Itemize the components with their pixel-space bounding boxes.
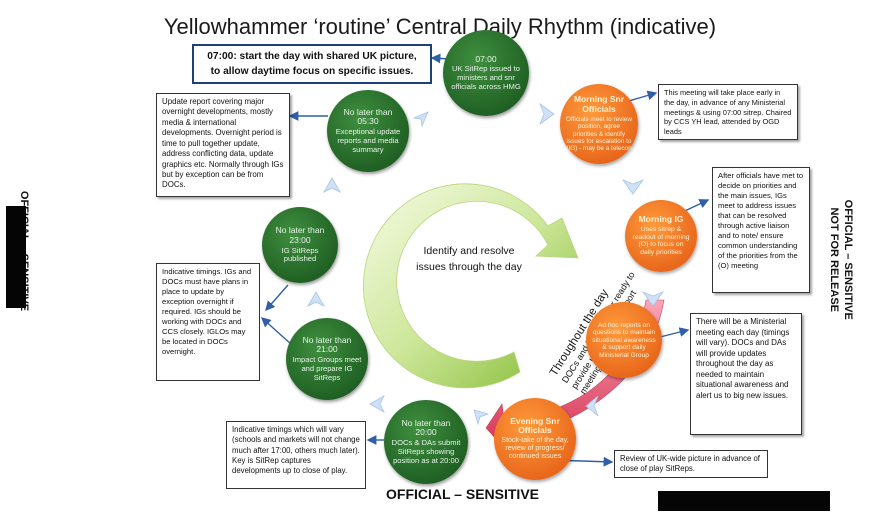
node-exceptional-0530-body: Exceptional update reports and media sum… [335, 127, 401, 154]
box-indicative-igs: Indicative timings. IGs and DOCs must ha… [156, 263, 260, 381]
box-after-officials: After officials have met to decide on pr… [712, 167, 810, 293]
node-sitrep-0700-heading: 07:00 [475, 53, 497, 64]
node-morning-snr-officials: Morning Snr Officials Officials meet to … [560, 84, 638, 164]
centre-label: Identify and resolve issues through the … [416, 245, 522, 273]
node-docs-2000-body: DOCs & DAs submit SitReps showing positi… [391, 438, 461, 465]
node-morning-ig: Morning IG Uses sitrep & readout of morn… [625, 200, 697, 272]
node-sitrep-0700: 07:00 UK SitRep issued to ministers and … [443, 30, 529, 116]
chevron-down-2 [641, 291, 665, 307]
node-morning-snr-body: Officials meet to review position, agree… [566, 115, 632, 153]
box-ministerial: There will be a Ministerial meeting each… [690, 313, 802, 435]
box-update-report: Update report covering major overnight d… [156, 93, 290, 197]
centre-cycle-arrow [363, 183, 579, 389]
node-morning-ig-body: Uses sitrep & readout of morning (O) to … [632, 225, 690, 257]
node-adhoc-body: Ad hoc reports on questions to maintain … [592, 321, 656, 359]
node-evening-snr-officials: Evening Snr Officials Stock-take of the … [494, 398, 576, 480]
bottom-security-marking: OFFICIAL – SENSITIVE [386, 486, 539, 502]
node-morning-snr-heading: Morning Snr Officials [573, 94, 625, 115]
node-impact-2100-heading: No later than 21:00 [302, 334, 352, 355]
node-sitrep-0700-body: UK SitRep issued to ministers and snr of… [451, 64, 521, 91]
bottom-redaction-bar [658, 491, 830, 511]
node-docs-2000-heading: No later than 20:00 [401, 417, 451, 438]
left-redaction-bar [6, 206, 26, 308]
cycle-chevrons [306, 102, 665, 426]
box-indicative-vary: Indicative timings which will vary (scho… [226, 421, 366, 489]
node-morning-ig-heading: Morning IG [638, 213, 684, 224]
box-meeting-early: This meeting will take place early in th… [658, 84, 798, 140]
chevron-left-1 [369, 394, 385, 414]
box-start-day: 07:00: start the day with shared UK pict… [192, 44, 432, 84]
node-impact-2100: No later than 21:00 Impact Groups meet a… [286, 318, 368, 400]
arrow-to-indicative-igs-2 [260, 317, 293, 346]
box-review-uk: Review of UK-wide picture in advance of … [614, 450, 768, 478]
node-exceptional-0530: No later than 05:30 Exceptional update r… [327, 90, 409, 172]
node-evening-snr-body: Stock-take of the day, review of progres… [501, 437, 569, 461]
node-ig-2300-body: IG SitReps published [281, 245, 319, 264]
node-ig-2300: No later than 23:00 IG SitReps published [262, 207, 338, 283]
chevron-left-bottom [473, 409, 490, 426]
node-adhoc-reports: Ad hoc reports on questions to maintain … [586, 302, 662, 378]
node-ig-2300-heading: No later than 23:00 [275, 225, 325, 245]
chevron-down-left [585, 395, 599, 417]
right-security-marking: OFFICIAL – SENSITIVE NOT FOR RELEASE [826, 200, 854, 320]
chevron-up-right [539, 102, 555, 126]
page-title: Yellowhammer ‘routine’ Central Daily Rhy… [163, 14, 717, 39]
node-exceptional-0530-heading: No later than 05:30 [343, 106, 393, 127]
chevron-up-2 [322, 177, 342, 193]
chevron-up-1 [306, 291, 326, 307]
node-evening-snr-heading: Evening Snr Officials [510, 415, 560, 436]
right-marking-line-2: NOT FOR RELEASE [828, 207, 841, 312]
right-marking-line-1: OFFICIAL – SENSITIVE [841, 199, 854, 320]
arrow-to-indicative-igs [265, 284, 289, 312]
chevron-up-right-2 [412, 111, 429, 128]
chevron-down-1 [621, 179, 645, 195]
node-docs-2000: No later than 20:00 DOCs & DAs submit Si… [384, 400, 468, 484]
node-impact-2100-body: Impact Groups meet and prepare IG SitRep… [292, 355, 362, 382]
